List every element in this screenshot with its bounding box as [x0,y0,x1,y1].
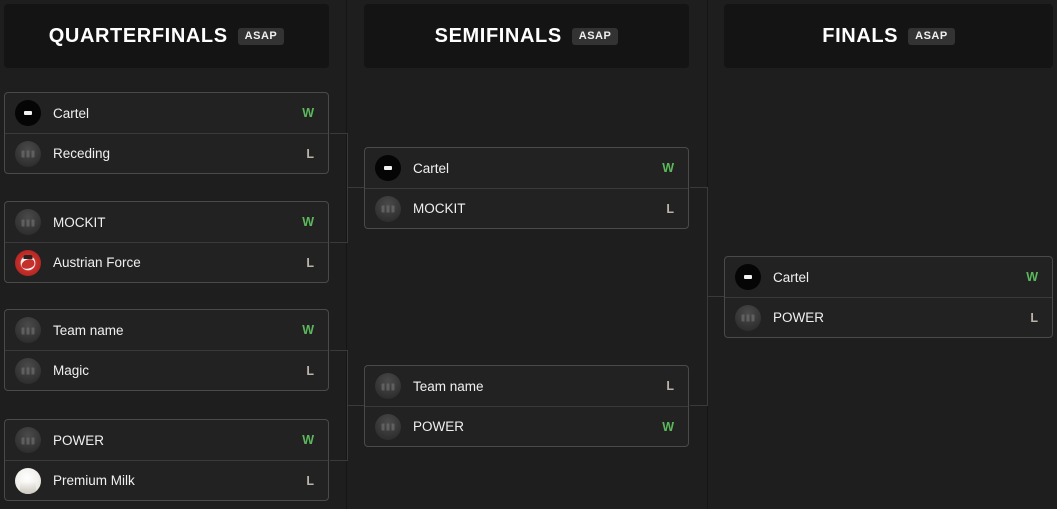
match-card-qf1[interactable]: Cartel W Receding L [4,92,329,174]
connector-sf1-in [347,187,364,188]
match-result: L [306,146,314,161]
team-name: Cartel [53,105,90,121]
match-result: W [302,106,314,120]
team-row[interactable]: POWER L [725,297,1052,337]
match-result: L [306,363,314,378]
team-row[interactable]: Premium Milk L [5,460,328,500]
connector-qf4-out [330,460,348,461]
match-card-final[interactable]: Cartel W POWER L [724,256,1053,338]
connector-qf1-qf2-vertical [347,133,348,223]
team-row[interactable]: Cartel W [365,148,688,188]
match-result: W [662,419,674,434]
team-row[interactable]: POWER W [365,406,688,446]
team-name: Magic [53,363,90,378]
column-divider-1 [346,0,347,509]
round-header-quarterfinals: QUARTERFINALS ASAP [4,4,329,68]
default-logo-icon [15,427,41,453]
connector-qf4-vertical [347,405,348,461]
match-card-sf1[interactable]: Cartel W MOCKIT L [364,147,689,229]
round-title-quarterfinals: QUARTERFINALS [48,24,228,47]
connector-qf3-vertical [347,350,348,405]
team-name: Team name [53,322,124,338]
match-result: W [662,161,674,175]
team-name: POWER [773,310,825,325]
team-name: Cartel [773,269,810,285]
round-title-finals: FINALS [822,24,899,47]
match-result: L [666,201,674,216]
match-result: W [302,215,314,229]
team-name: MOCKIT [413,201,466,216]
cartel-logo-icon [735,264,761,290]
team-row[interactable]: POWER W [5,420,328,460]
match-card-qf3[interactable]: Team name W Magic L [4,309,329,391]
premium-milk-logo-icon [15,467,41,494]
default-logo-icon [375,195,401,222]
connector-sf2-out [690,405,708,406]
match-result: L [306,255,314,270]
match-result: L [666,379,674,393]
round-badge-finals: ASAP [908,27,955,45]
connector-qf2-vertical [347,187,348,243]
connector-qf1-out [330,133,348,134]
match-result: W [302,433,314,447]
team-row[interactable]: Magic L [5,350,328,390]
team-name: Cartel [413,160,450,176]
round-header-semifinals: SEMIFINALS ASAP [364,4,689,68]
team-row[interactable]: Cartel W [5,93,328,133]
team-name: MOCKIT [53,214,106,230]
team-row[interactable]: Team name L [365,366,688,406]
team-name: POWER [413,419,465,434]
round-badge-semifinals: ASAP [571,27,619,45]
match-result: L [1030,310,1038,325]
team-row[interactable]: Austrian Force L [5,242,328,282]
default-logo-icon [15,317,41,343]
team-name: POWER [53,432,105,448]
match-result: L [306,473,314,488]
team-row[interactable]: Team name W [5,310,328,350]
connector-sf1-out [690,187,708,188]
match-card-sf2[interactable]: Team name L POWER W [364,365,689,447]
default-logo-icon [15,209,41,235]
match-result: W [1026,270,1038,284]
connector-sf1-final-vertical [707,187,708,296]
default-logo-icon [375,413,401,440]
austrian-force-logo-icon [15,249,41,276]
team-row[interactable]: MOCKIT L [365,188,688,228]
connector-qf2-out [330,242,348,243]
match-card-qf2[interactable]: MOCKIT W Austrian Force L [4,201,329,283]
match-result: W [302,323,314,337]
team-name: Premium Milk [53,473,135,488]
default-logo-icon [15,357,41,384]
connector-sf2-in [347,405,364,406]
connector-qf3-out [330,350,348,351]
match-card-qf4[interactable]: POWER W Premium Milk L [4,419,329,501]
cartel-logo-icon [15,100,41,126]
round-header-finals: FINALS ASAP [724,4,1053,68]
team-row[interactable]: Cartel W [725,257,1052,297]
round-title-semifinals: SEMIFINALS [434,24,562,47]
round-badge-quarterfinals: ASAP [237,27,285,45]
default-logo-icon [735,304,761,331]
team-name: Receding [53,146,111,161]
connector-sf2-final-vertical [707,296,708,406]
default-logo-icon [375,373,401,399]
team-name: Austrian Force [53,255,141,270]
default-logo-icon [15,140,41,167]
team-row[interactable]: MOCKIT W [5,202,328,242]
team-row[interactable]: Receding L [5,133,328,173]
team-name: Team name [413,378,484,394]
cartel-logo-icon [375,155,401,181]
connector-final-in [707,296,725,297]
